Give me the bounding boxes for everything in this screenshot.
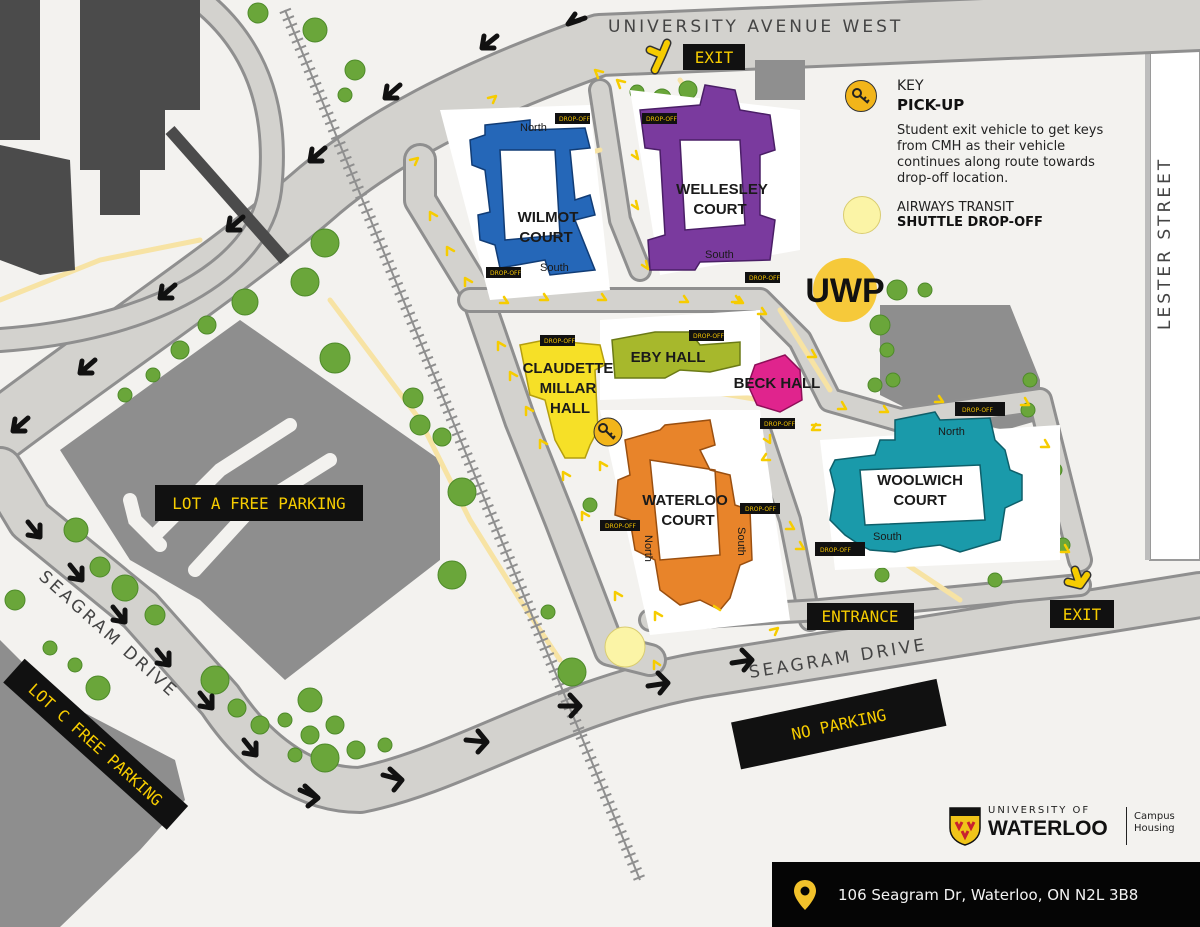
lester-street-label: LESTER STREET [1155,157,1175,330]
wellesley-name-1: WELLESLEY [676,181,768,198]
drop-off-tag: DROP-OFF [955,402,1005,416]
eby-hall[interactable]: EBY HALL [611,331,741,379]
drop-off-tag: DROP-OFF [760,418,796,429]
key-legend: KEY PICK-UP Student exit vehicle to get … [845,78,1145,188]
drop-off-tag: DROP-OFF [555,113,591,124]
drop-off-tag: DROP-OFF [815,542,865,556]
woolwich-name-2: COURT [893,492,946,509]
crest-icon [949,807,981,846]
location-pin-icon [794,880,816,910]
logo-university-of: UNIVERSITY OF [988,805,1091,816]
svg-text:DROP-OFF: DROP-OFF [605,523,637,530]
waterloo-court[interactable]: WATERLOO COURT North South [614,419,753,611]
waterloo-name-1: WATERLOO [642,492,728,509]
beck-hall[interactable]: BECK HALL [734,354,821,413]
svg-text:DROP-OFF: DROP-OFF [962,407,994,414]
drop-off-tag: DROP-OFF [642,113,678,124]
key-subtitle: PICK-UP [897,96,965,114]
drop-off-tag: DROP-OFF [486,267,522,278]
route-arrows-black [10,11,755,809]
wilmot-court[interactable]: WILMOT COURT North South [469,119,597,276]
shuttle-dropoff-marker[interactable] [604,626,646,668]
wilmot-name-2: COURT [519,229,572,246]
shuttle-legend: AIRWAYS TRANSIT SHUTTLE DROP-OFF [843,196,1145,236]
logo-dept-line2: Housing [1134,823,1175,834]
address-text: 106 Seagram Dr, Waterloo, ON N2L 3B8 [838,886,1139,904]
wellesley-court[interactable]: WELLESLEY COURT South [639,84,776,271]
key-description: Student exit vehicle to get keys from CM… [897,123,1104,186]
drop-off-tag: DROP-OFF [689,330,725,341]
woolwich-north: North [938,426,965,438]
svg-text:DROP-OFF: DROP-OFF [544,338,576,345]
logo-divider [1126,807,1127,845]
wilmot-name-1: WILMOT [518,209,579,226]
waterloo-name-2: COURT [661,512,714,529]
waterloo-south: South [735,527,747,556]
woolwich-south: South [873,531,902,543]
exit-bottom-label[interactable]: EXIT [1050,600,1114,628]
university-ave-label: UNIVERSITY AVENUE WEST [608,17,903,37]
logo-waterloo: WATERLOO [988,817,1108,840]
drop-off-tag: DROP-OFF [540,335,576,346]
drop-off-tag: DROP-OFF [740,503,780,514]
logo-department: Campus Housing [1134,811,1184,835]
no-parking-label[interactable]: NO PARKING [731,678,947,770]
uwp-name: UWP [805,272,884,310]
svg-text:DROP-OFF: DROP-OFF [749,275,781,282]
lot-a-label[interactable]: LOT A FREE PARKING [155,485,363,521]
gray-buildings [0,0,290,275]
svg-text:EXIT: EXIT [695,48,734,67]
entrance-label[interactable]: ENTRANCE [807,603,914,630]
drop-off-tags: DROP-OFF DROP-OFF DROP-OFF DROP-OFF DROP… [486,113,1005,556]
wellesley-south: South [705,249,734,261]
wilmot-north: North [520,122,547,134]
claudette-name-1: CLAUDETTE [523,360,614,377]
svg-text:DROP-OFF: DROP-OFF [559,116,591,123]
wilmot-south: South [540,262,569,274]
svg-text:DROP-OFF: DROP-OFF [693,333,725,340]
claudette-millar-hall[interactable]: CLAUDETTE MILLAR HALL [519,339,614,459]
uwp[interactable]: UWP [805,258,885,322]
railway [279,7,646,883]
waterloo-north: North [642,535,654,562]
exit-top-label[interactable]: EXIT [683,44,745,70]
key-title: KEY [897,78,924,94]
map-legend: KEY PICK-UP Student exit vehicle to get … [843,78,1145,234]
svg-text:LOT A FREE PARKING: LOT A FREE PARKING [172,494,345,513]
shuttle-circle-icon [843,196,881,234]
woolwich-name-1: WOOLWICH [877,472,963,489]
drop-off-tag: DROP-OFF [745,272,781,283]
shuttle-title: AIRWAYS TRANSIT [897,200,1014,215]
drop-off-tag: DROP-OFF [600,520,640,531]
uwaterloo-logo[interactable]: UNIVERSITY OF WATERLOO Campus Housing [948,803,1188,851]
key-pickup-marker[interactable] [593,417,623,447]
shuttle-subtitle: SHUTTLE DROP-OFF [897,215,1043,230]
svg-text:DROP-OFF: DROP-OFF [820,547,852,554]
svg-text:ENTRANCE: ENTRANCE [821,607,898,626]
beck-name: BECK HALL [734,375,821,392]
eby-name: EBY HALL [631,349,706,366]
svg-text:EXIT: EXIT [1063,605,1102,624]
corner-building [755,60,805,100]
svg-text:DROP-OFF: DROP-OFF [745,506,777,513]
svg-text:DROP-OFF: DROP-OFF [764,421,796,428]
route-arrows-yellow [408,68,1071,671]
woolwich-court[interactable]: WOOLWICH COURT North South [829,411,1023,553]
claudette-name-2: MILLAR [540,380,597,397]
wellesley-name-2: COURT [693,201,746,218]
key-icon [845,80,877,112]
svg-text:DROP-OFF: DROP-OFF [646,116,678,123]
claudette-name-3: HALL [550,400,590,417]
svg-text:DROP-OFF: DROP-OFF [490,270,522,277]
logo-dept-line1: Campus [1134,811,1175,822]
address-bar: 106 Seagram Dr, Waterloo, ON N2L 3B8 [772,862,1200,927]
